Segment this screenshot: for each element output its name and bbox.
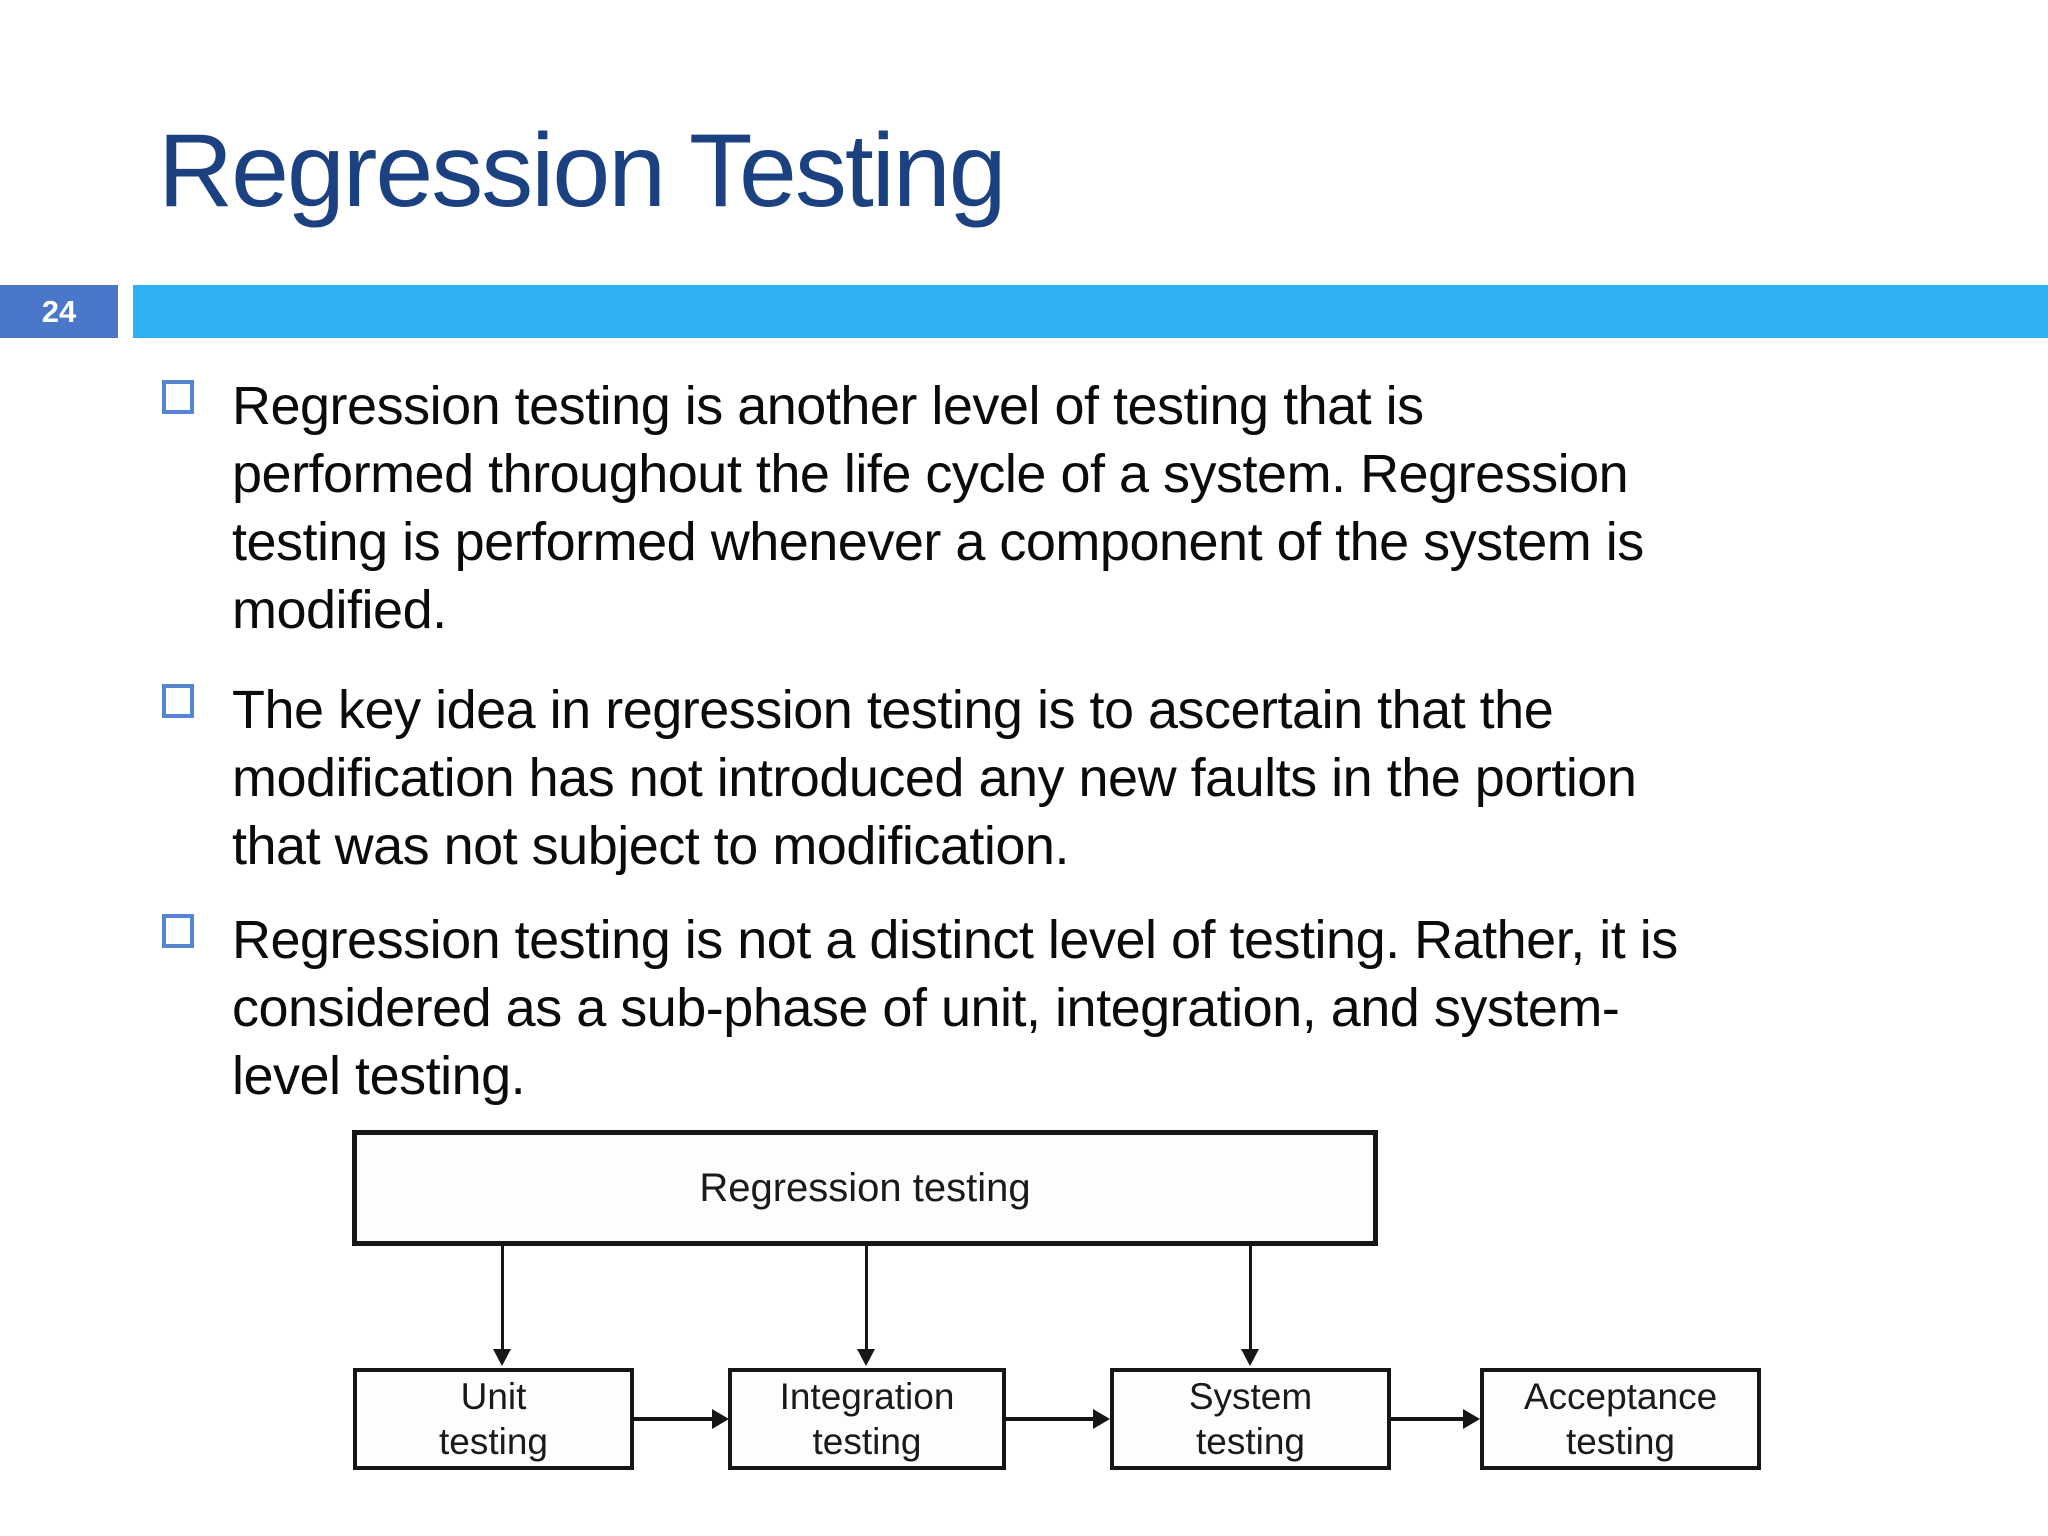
bullet-line: testing is performed whenever a componen… <box>232 512 1644 572</box>
down-arrow-icon <box>857 1246 875 1366</box>
down-arrow-icon <box>1241 1246 1259 1366</box>
bullet-line: considered as a sub-phase of unit, integ… <box>232 978 1620 1038</box>
down-arrow-icon <box>493 1246 511 1366</box>
bullet-line: modification has not introduced any new … <box>232 748 1637 808</box>
bullet-item: Regression testing is not a distinct lev… <box>162 906 1678 1110</box>
bullet-line: performed throughout the life cycle of a… <box>232 444 1629 504</box>
diagram-label: testing <box>812 1421 922 1462</box>
diagram-box-integration-testing: Integration testing <box>728 1368 1006 1470</box>
bullet-line: The key idea in regression testing is to… <box>232 680 1554 740</box>
bullet-line: that was not subject to modification. <box>232 816 1069 876</box>
bullet-text: The key idea in regression testing is to… <box>232 676 1637 880</box>
diagram-label: Acceptance <box>1523 1376 1718 1417</box>
slide-title: Regression Testing <box>158 113 1007 229</box>
bullet-line: modified. <box>232 580 447 640</box>
right-arrow-icon <box>1006 1409 1110 1429</box>
diagram-box-regression-testing: Regression testing <box>352 1130 1378 1246</box>
bullet-text: Regression testing is not a distinct lev… <box>232 906 1678 1110</box>
page-number-badge: 24 <box>0 285 118 338</box>
bullet-square-icon <box>162 914 194 948</box>
diagram-label: testing <box>438 1421 548 1462</box>
diagram-label: testing <box>1195 1421 1305 1462</box>
diagram-box-acceptance-testing: Acceptance testing <box>1480 1368 1761 1470</box>
right-arrow-icon <box>1391 1409 1480 1429</box>
diagram-label: Integration <box>779 1376 955 1417</box>
bullet-line: Regression testing is another level of t… <box>232 376 1424 436</box>
diagram-box-unit-testing: Unit testing <box>353 1368 634 1470</box>
bullet-line: Regression testing is not a distinct lev… <box>232 910 1678 970</box>
right-arrow-icon <box>634 1409 729 1429</box>
diagram-label: Regression testing <box>699 1165 1031 1210</box>
bullet-item: Regression testing is another level of t… <box>162 372 1644 644</box>
bullet-text: Regression testing is another level of t… <box>232 372 1644 644</box>
diagram-label: Unit <box>460 1376 527 1417</box>
accent-bar <box>133 285 2048 338</box>
diagram-label: System <box>1188 1376 1313 1417</box>
page-number: 24 <box>41 293 77 329</box>
bullet-square-icon <box>162 380 194 414</box>
diagram-label: testing <box>1565 1421 1675 1462</box>
bullet-square-icon <box>162 684 194 718</box>
bullet-item: The key idea in regression testing is to… <box>162 676 1637 880</box>
bullet-line: level testing. <box>232 1046 526 1106</box>
diagram-box-system-testing: System testing <box>1110 1368 1391 1470</box>
